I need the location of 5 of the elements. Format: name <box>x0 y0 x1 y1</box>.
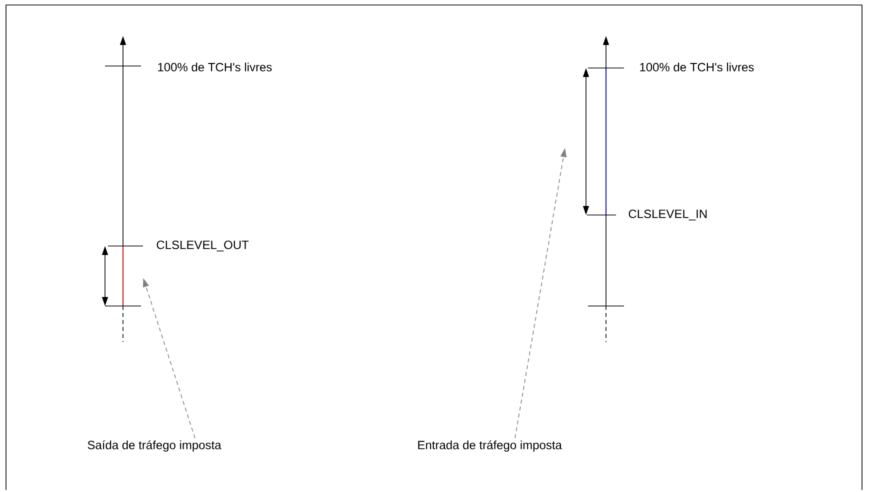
note-text: Saída de tráfego imposta <box>88 440 222 452</box>
note-text: Entrada de tráfego imposta <box>418 440 562 452</box>
axis-label: 100% de TCH's livres <box>640 62 754 72</box>
axis-label: 100% de TCH's livres <box>158 62 272 72</box>
axis-label: CLSLEVEL_OUT <box>156 240 249 252</box>
